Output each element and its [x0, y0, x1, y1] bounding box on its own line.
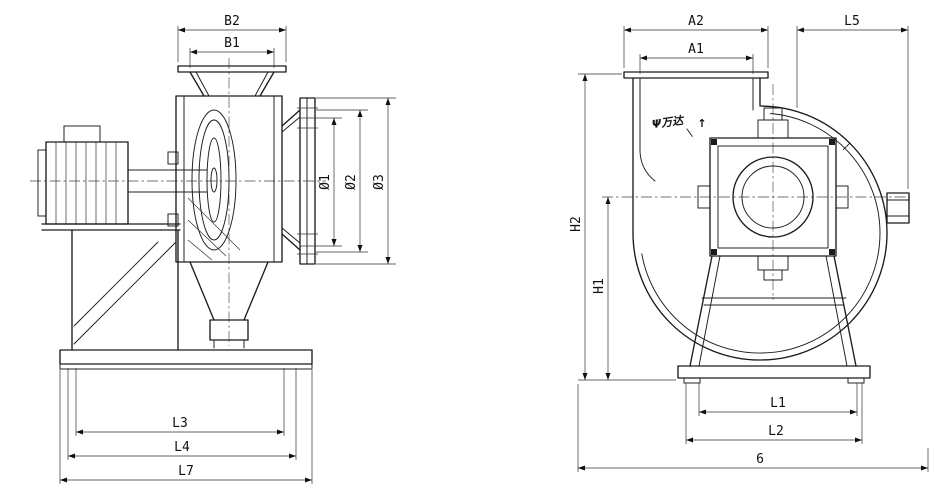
- dim-b1: B1: [189, 36, 275, 68]
- shaft-stub: [886, 192, 910, 224]
- dim-d1-label: Ø1: [318, 174, 333, 190]
- dim-l1-label: L1: [770, 396, 786, 411]
- dim-l4: L4: [67, 368, 297, 460]
- dim-l7: L7: [59, 370, 313, 484]
- front-view: Ψ万达 ↑: [569, 14, 929, 472]
- dim-l5: L5: [796, 14, 909, 189]
- support-stand: [689, 255, 857, 367]
- dim-a1: A1: [639, 42, 754, 74]
- dim-l3-label: L3: [172, 416, 188, 431]
- side-centerlines: [30, 58, 326, 346]
- dim-a1-label: A1: [688, 42, 704, 57]
- dim-d2: Ø2: [316, 109, 368, 253]
- dim-h2-label: H2: [569, 216, 584, 232]
- dim-d2-label: Ø2: [344, 174, 359, 190]
- brand-mark: Ψ万达 ↑: [651, 114, 707, 132]
- pedestal: [71, 229, 179, 351]
- funnel: [189, 261, 269, 349]
- dim-l4-label: L4: [174, 440, 190, 455]
- front-base: [677, 365, 871, 384]
- dim-l2-label: L2: [768, 424, 784, 439]
- dim-l5-label: L5: [844, 14, 860, 29]
- rotation-arrow-icon: ↑: [697, 117, 706, 130]
- inlet-cone: [281, 97, 318, 265]
- dim-b2-label: B2: [224, 14, 240, 29]
- dim-d1: Ø1: [300, 117, 342, 247]
- dim-h1-label: H1: [592, 278, 607, 294]
- dim-d3: Ø3: [316, 97, 396, 265]
- bearing-frame: [697, 107, 849, 281]
- dim-b1-label: B1: [224, 36, 240, 51]
- volute-casing: [623, 71, 888, 361]
- outlet-bell: [177, 65, 287, 97]
- casing: [167, 95, 283, 263]
- dim-h1: H1: [592, 197, 611, 380]
- dim-d3-label: Ø3: [372, 174, 387, 190]
- dim-b2: B2: [177, 14, 287, 62]
- motor: [37, 125, 181, 231]
- dim-h2: H2: [569, 73, 676, 381]
- front-centerlines: [602, 84, 910, 300]
- dim-overall-label: 6: [756, 452, 764, 467]
- dim-l3: L3: [75, 368, 285, 436]
- dim-l7-label: L7: [178, 464, 194, 479]
- side-view: B2 B1 Ø1 Ø2 Ø3 L3: [30, 14, 396, 484]
- dim-l2: L2: [685, 383, 863, 444]
- base-frame: [59, 349, 313, 370]
- impeller: [127, 109, 237, 251]
- dim-a2: A2: [623, 14, 769, 68]
- brand-logo-text: Ψ万达: [651, 114, 686, 132]
- dim-a2-label: A2: [688, 14, 704, 29]
- dim-l1: L1: [698, 383, 858, 416]
- dim-overall: 6: [577, 384, 929, 472]
